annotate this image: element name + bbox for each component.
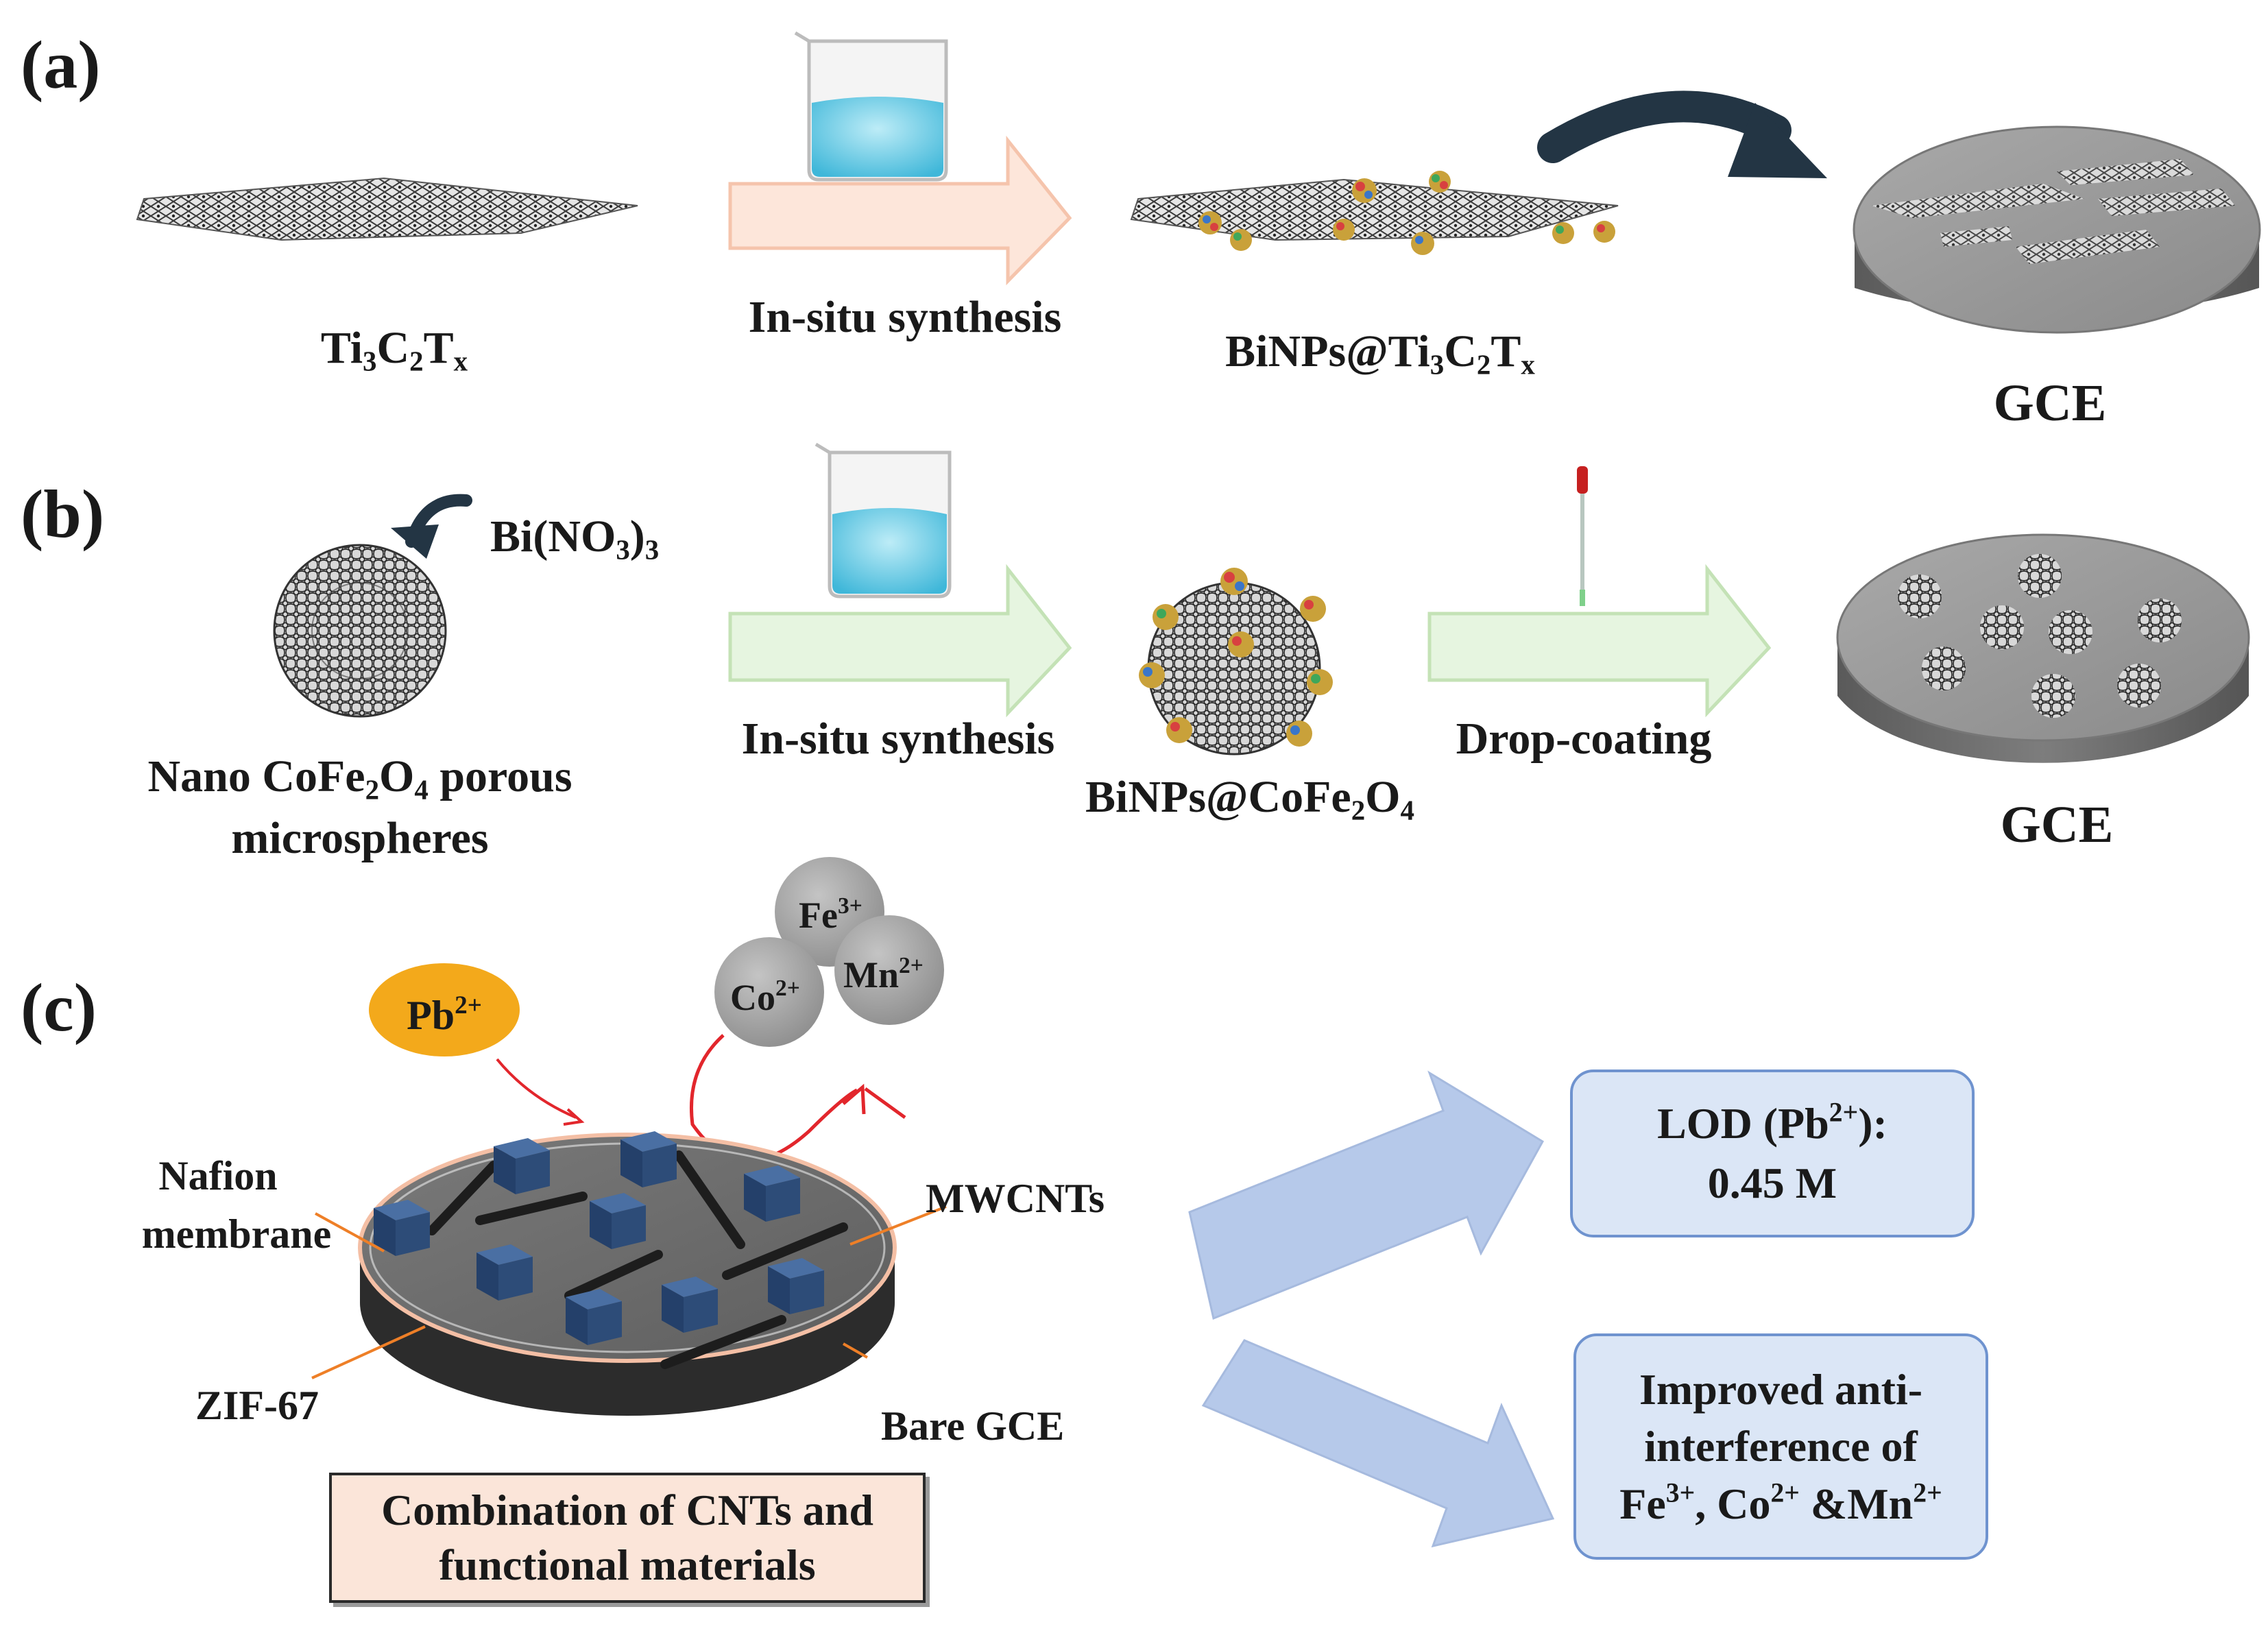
bare-gce-label: Bare GCE xyxy=(881,1403,1065,1449)
drop-coating-label: Drop-coating xyxy=(1456,714,1712,764)
synthesis-arrow-b xyxy=(728,564,1072,718)
interference-line2: interference of xyxy=(1644,1422,1918,1471)
in-situ-label-b: In-situ synthesis xyxy=(741,714,1055,764)
beaker-icon xyxy=(794,31,948,182)
binps-ti3c2tx-sheet xyxy=(1130,171,1619,255)
cofe2o4-label-line2: microspheres xyxy=(231,813,489,863)
beaker-icon-b xyxy=(815,442,952,599)
synthesis-arrow-a xyxy=(728,135,1072,286)
ti3c2tx-label: Ti3C2Tx xyxy=(320,323,468,377)
binps-ti3c2tx-label: BiNPs@Ti3C2Tx xyxy=(1225,326,1535,380)
pb-ion-label: Pb2+ xyxy=(407,991,482,1039)
zif67-label: ZIF-67 xyxy=(195,1383,319,1428)
fe-ion-label: Fe3+ xyxy=(799,893,862,936)
mn-ion-bubble xyxy=(834,915,944,1025)
gce-label-b: GCE xyxy=(2000,796,2114,854)
zif67-cubes xyxy=(374,1131,824,1345)
curved-arrow-a xyxy=(1537,90,1792,163)
interference-line3: Fe3+, Co2+ &Mn2+ xyxy=(1619,1477,1942,1528)
in-situ-label-a: In-situ synthesis xyxy=(748,292,1062,342)
cofe2o4-label-line1: Nano CoFe2O4 porous xyxy=(147,751,572,806)
result-arrow-interference xyxy=(1201,1339,1555,1548)
membrane-label: membrane xyxy=(141,1211,332,1257)
leader-lines xyxy=(311,1205,947,1379)
pb-path xyxy=(496,1058,577,1119)
bi-nanoparticles-b xyxy=(1139,568,1333,747)
pb-ion-bubble xyxy=(369,963,520,1056)
drop-coating-arrow xyxy=(1427,564,1772,718)
bi-nanoparticles xyxy=(1198,171,1615,255)
mwcnts-label: MWCNTs xyxy=(926,1176,1105,1221)
ti3c2tx-sheet xyxy=(136,177,638,241)
co-ion-bubble xyxy=(714,937,824,1047)
panel-label-c: (c) xyxy=(21,969,97,1046)
binps-cofe2o4-label: BiNPs@CoFe2O4 xyxy=(1085,772,1414,826)
lod-value: 0.45 M xyxy=(1707,1158,1837,1207)
interference-result-box: Improved anti- interference of Fe3+, Co2… xyxy=(1573,1333,1988,1560)
dropper-icon xyxy=(1577,466,1588,606)
interference-line1: Improved anti- xyxy=(1639,1365,1923,1414)
panel-label-b: (b) xyxy=(21,476,105,552)
co-ion-label: Co2+ xyxy=(730,976,800,1018)
gce-electrode-a xyxy=(1853,125,2261,334)
result-arrow-lod xyxy=(1188,1070,1545,1320)
combination-caption-box: Combination of CNTs and functional mater… xyxy=(329,1473,926,1603)
caption-line2: functional materials xyxy=(439,1541,816,1589)
lod-result-box: LOD (Pb2+): 0.45 M xyxy=(1570,1070,1975,1237)
caption-line1: Combination of CNTs and xyxy=(381,1486,873,1534)
gce-electrode-b xyxy=(1836,533,2250,763)
mn-ion-label: Mn2+ xyxy=(843,953,924,995)
cofe2o4-microsphere xyxy=(273,544,447,718)
gce-electrode-c xyxy=(358,1131,897,1416)
panel-label-a: (a) xyxy=(21,27,101,103)
binps-cofe2o4-sphere xyxy=(1139,568,1333,756)
mwcnts xyxy=(427,1150,848,1369)
bi-nitrate-label: Bi(NO3)3 xyxy=(490,511,660,566)
lod-line1: LOD (Pb2+): xyxy=(1657,1097,1887,1148)
nafion-label: Nafion xyxy=(158,1153,278,1198)
gce-label-a: GCE xyxy=(1993,374,2107,432)
